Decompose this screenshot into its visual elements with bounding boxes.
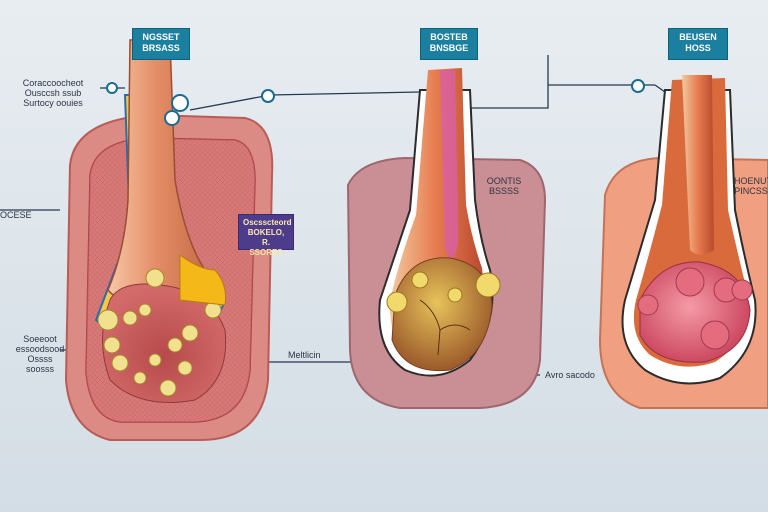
panel-2-tag: BOSTEB BNSBGE: [420, 28, 478, 60]
fat-globules: [386, 271, 501, 313]
callout-panel2-side: OONTIS BSSSS: [486, 176, 522, 196]
center-callout-box: Oscsscteord BOKELO, R. SSORES: [238, 214, 294, 257]
fat-globules: [97, 268, 222, 397]
panel-3-tag: BEUSEN HOSS: [668, 28, 728, 60]
callout-panel3-side: HOENUT PINCSS: [734, 176, 768, 196]
panel-1-illustration: [64, 39, 274, 441]
connector-node: [106, 82, 118, 94]
callout-middle: Meltlicin: [288, 350, 321, 360]
callout-left-top: Coraccoocheot Ousccsh ssub Surtocy oouie…: [22, 78, 84, 108]
panel-2-illustration: [346, 68, 547, 409]
callout-left-bottom: Soeeoot essoodsood Ossss soosss: [15, 334, 65, 374]
connector-node: [261, 89, 275, 103]
panel-3-illustration: [598, 75, 768, 409]
lobes: [637, 267, 753, 350]
callout-panel2-bottom: Avro sacodo: [545, 370, 595, 380]
panel-1-tag: NGSSET BRSASS: [132, 28, 190, 60]
connector-node: [631, 79, 645, 93]
callout-left-mid: OCESE: [0, 210, 32, 220]
